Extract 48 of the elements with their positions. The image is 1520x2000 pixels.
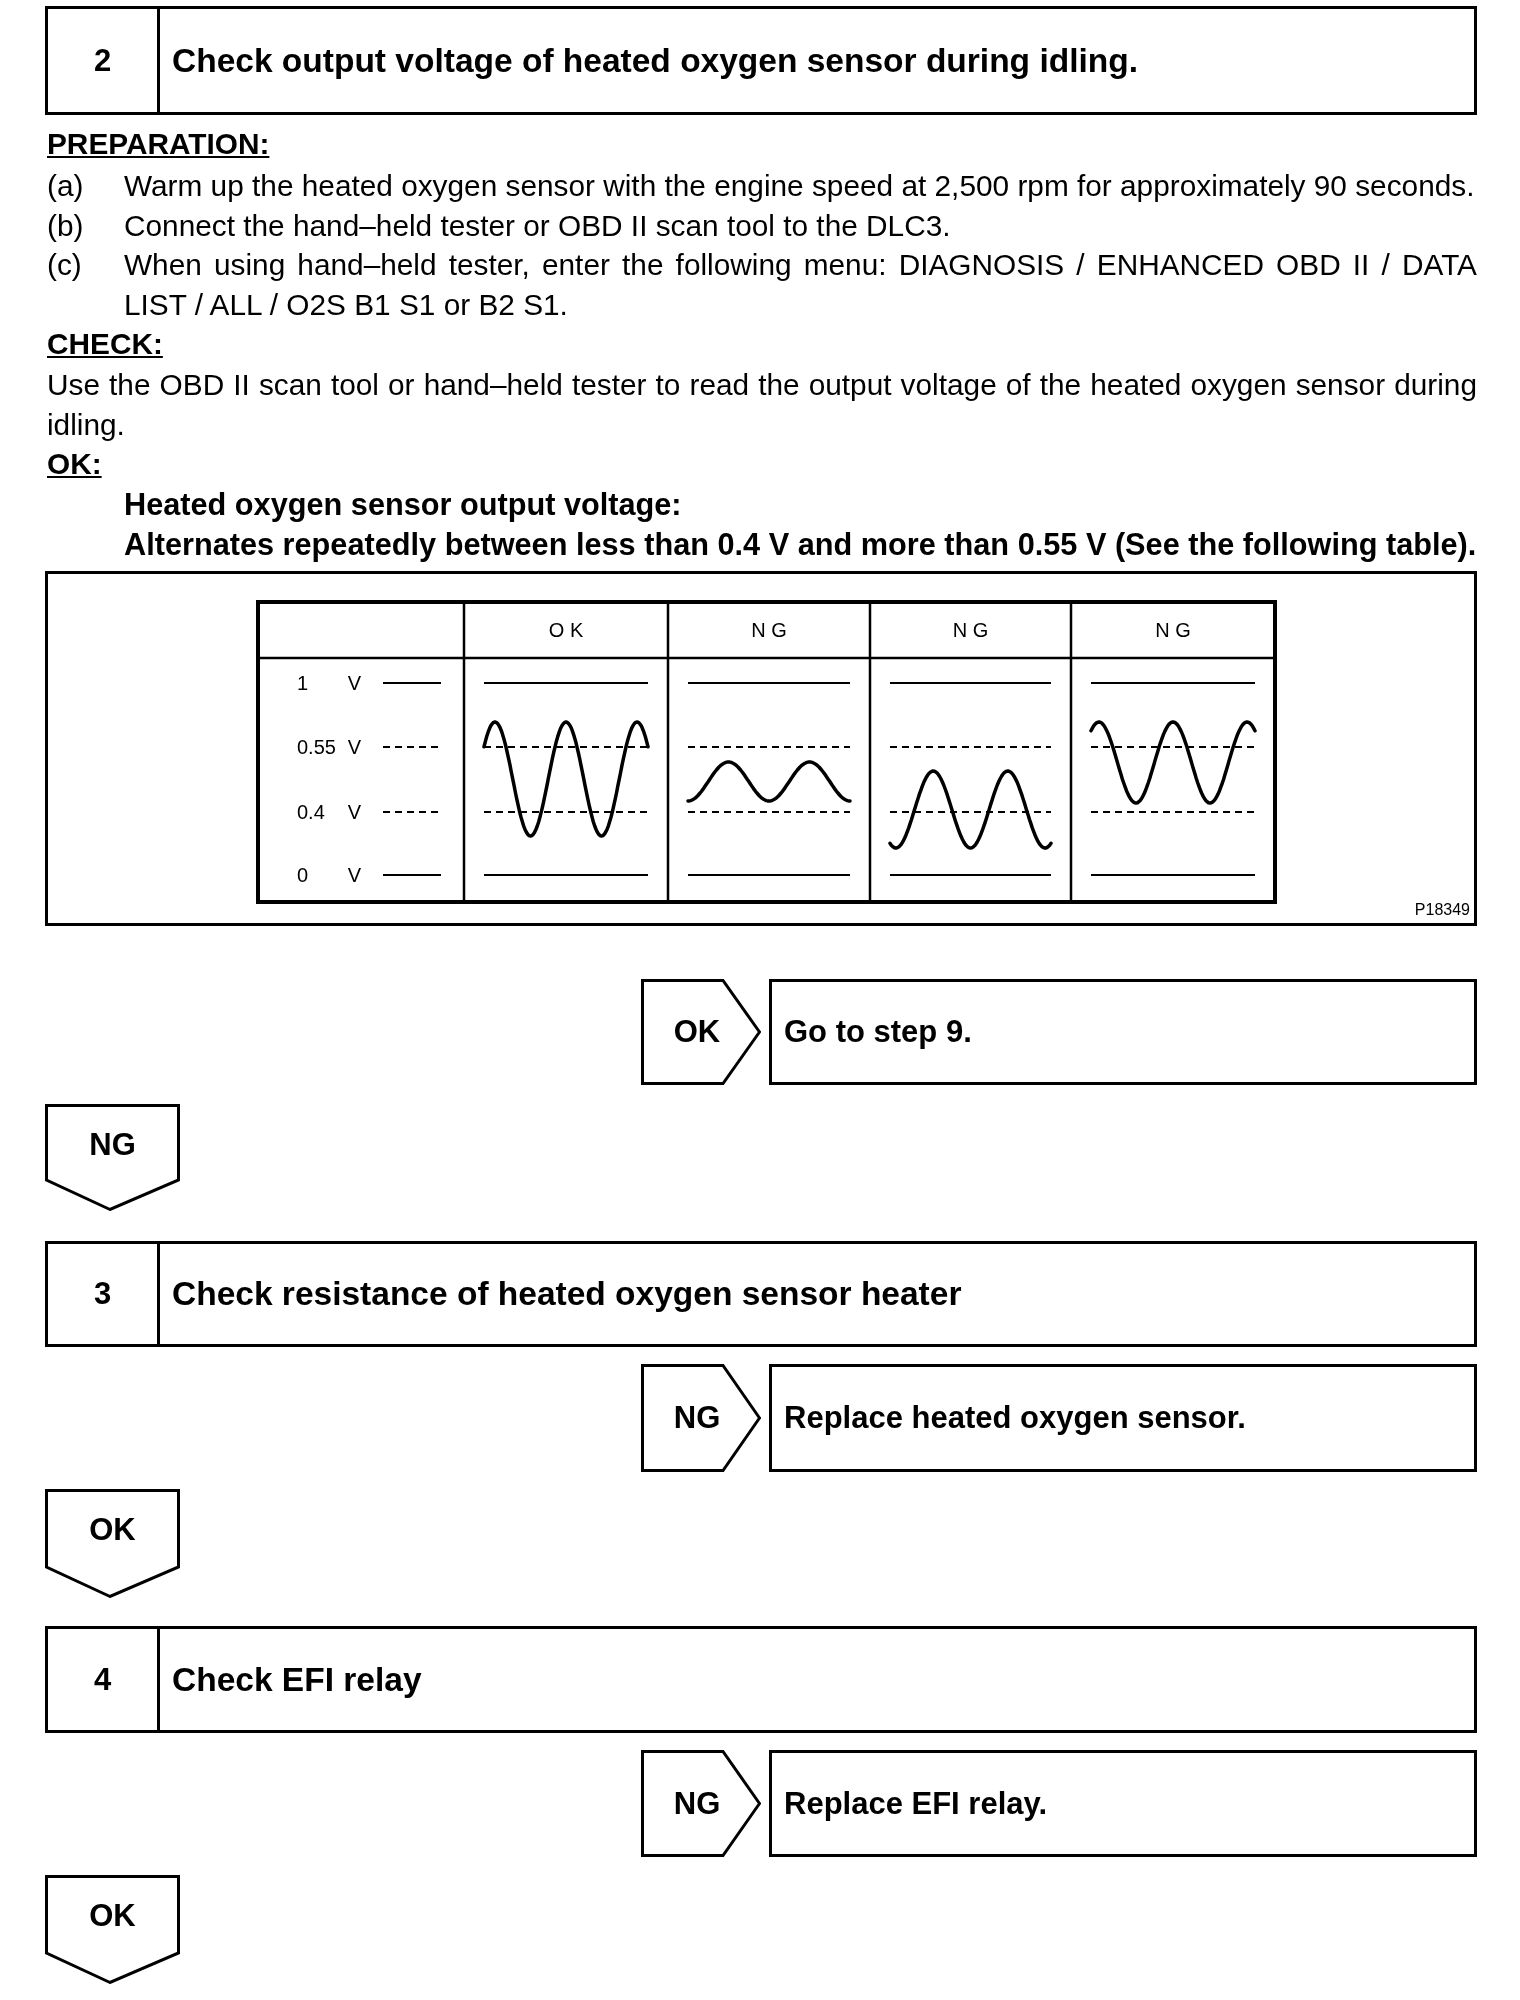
result-box: [769, 979, 1477, 1085]
result-text: Replace heated oxygen sensor.: [784, 1400, 1246, 1436]
step-number: 3: [93, 1276, 112, 1312]
flow-label: OK: [89, 1898, 136, 1934]
step-box: [45, 1241, 1477, 1347]
column-header: N G: [751, 618, 787, 642]
flow-label: NG: [89, 1127, 136, 1163]
step-number: 4: [93, 1661, 112, 1698]
step-title: Check EFI relay: [172, 1660, 422, 1699]
instruction-text: Warm up the heated oxygen sensor with the engine speed at 2,500 rpm for approximately 90 seconds.: [124, 168, 1475, 204]
step-title: Check resistance of heated oxygen sensor heater: [172, 1275, 962, 1313]
result-text: Replace EFI relay.: [784, 1785, 1048, 1822]
spec-text: Heated oxygen sensor output voltage:: [124, 486, 682, 524]
axis-label: 0.55 V: [297, 735, 361, 759]
axis-label: 1 V: [297, 671, 361, 695]
list-letter: (b): [47, 208, 84, 244]
down-chevron-tag: [45, 1104, 180, 1211]
axis-label: 0.4 V: [297, 800, 361, 824]
figure-code: P18349: [1414, 900, 1470, 920]
down-chevron-tag: [45, 1489, 180, 1598]
edge-label: NG: [673, 1400, 721, 1436]
result-box: [769, 1364, 1477, 1472]
chevron-arrow: [641, 1364, 761, 1472]
column-header: O K: [548, 618, 584, 642]
spec-text: Alternates repeatedly between less than 0.4 V and more than 0.55 V (See the following table).: [124, 526, 1477, 564]
down-chevron-tag: [45, 1875, 180, 1984]
instruction-text: Connect the hand–held tester or OBD II scan tool to the DLC3.: [124, 208, 951, 244]
step-box: [45, 1626, 1477, 1733]
edge-label: NG: [673, 1785, 721, 1822]
section-heading: PREPARATION:: [47, 126, 270, 162]
section-heading: CHECK:: [47, 326, 163, 362]
list-letter: (c): [47, 247, 82, 283]
result-text: Go to step 9.: [784, 1014, 972, 1050]
flow-label: OK: [89, 1512, 136, 1548]
paragraph: Use the OBD II scan tool or hand–held tester to read the output voltage of the heated oxygen sensor during idling.: [47, 367, 1477, 443]
step-title: Check output voltage of heated oxygen sensor during idling.: [172, 41, 1138, 80]
column-header: N G: [1155, 618, 1191, 642]
column-header: N G: [952, 618, 989, 642]
axis-label: 0 V: [297, 863, 361, 887]
chevron-arrow: [641, 979, 761, 1085]
step-box: [45, 6, 1477, 115]
edge-label: OK: [673, 1014, 721, 1050]
chevron-arrow: [641, 1750, 761, 1857]
section-heading: OK:: [47, 446, 102, 482]
instruction-text: When using hand–held tester, enter the following menu: DIAGNOSIS / ENHANCED OBD II / DATA LIST / ALL / O2S B1 S1 or B2 S1.: [124, 247, 1477, 323]
list-letter: (a): [47, 168, 84, 204]
result-box: [769, 1750, 1477, 1857]
step-number: 2: [93, 42, 112, 79]
